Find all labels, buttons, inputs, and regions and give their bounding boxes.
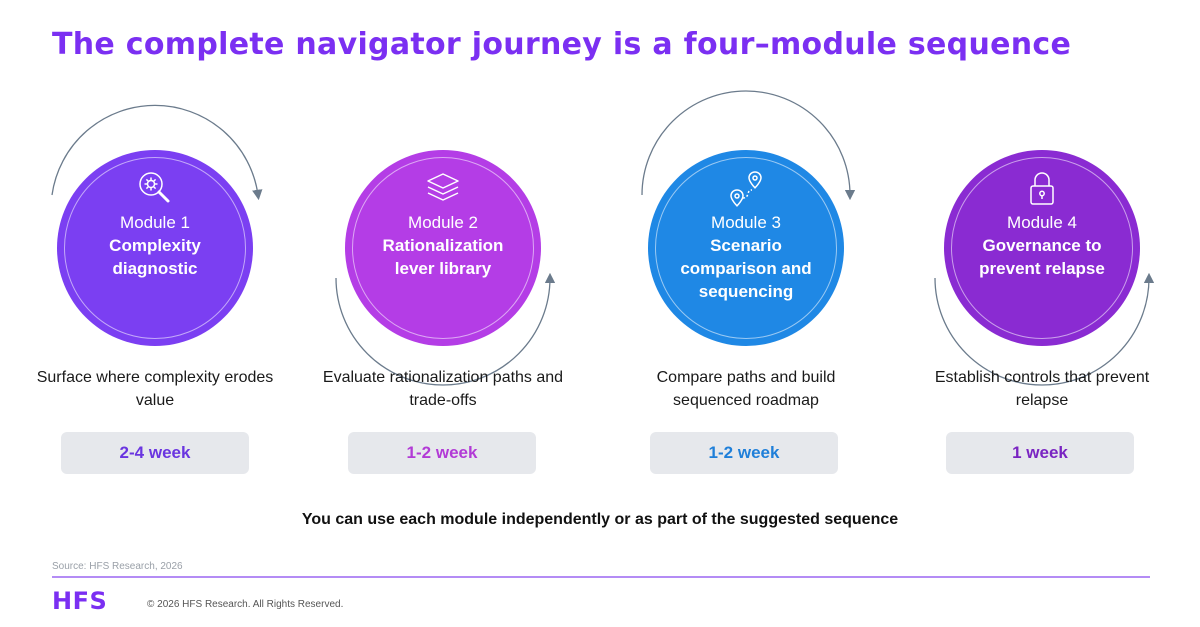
module-3-duration: 1-2 week [650,432,838,474]
module-2-description: Evaluate rationalization paths and trade… [322,369,564,409]
page-title: The complete navigator journey is a four… [52,27,1072,62]
module-2: Module 2 Rationalization lever library E… [323,0,645,480]
module-4: Module 4 Governance to prevent relapse E… [935,0,1200,480]
module-3-circle: Module 3 Scenario comparison and sequenc… [648,150,844,346]
copyright-text: © 2026 HFS Research. All Rights Reserved… [147,599,344,610]
sequence-note: You can use each module independently or… [301,511,899,528]
module-2-label: Module 2 [408,213,478,232]
hfs-logo: HFS [52,587,108,615]
route-pins-icon [730,171,762,207]
padlock-icon [1030,172,1054,205]
module-4-circle: Module 4 Governance to prevent relapse [944,150,1140,346]
module-3-description: Compare paths and build sequenced roadma… [656,369,836,409]
module-1-description: Surface where complexity erodes value [36,369,274,409]
module-2-name: Rationalization lever library [382,236,504,278]
module-3-label: Module 3 [711,213,781,232]
module-3-name: Scenario comparison and sequencing [680,236,812,301]
layers-icon [427,173,459,201]
module-2-duration: 1-2 week [348,432,536,474]
module-4-name: Governance to prevent relapse [979,236,1105,278]
module-1: Module 1 Complexity diagnostic Surface w… [37,0,357,480]
module-2-circle: Module 2 Rationalization lever library [345,150,541,346]
magnifier-gear-icon [139,172,170,203]
module-4-duration: 1 week [946,432,1134,474]
source-text: Source: HFS Research, 2026 [52,561,183,572]
module-3: Module 3 Scenario comparison and sequenc… [648,0,948,480]
footer-divider [52,576,1150,578]
module-4-label: Module 4 [1007,213,1077,232]
module-1-circle: Module 1 Complexity diagnostic [57,150,253,346]
module-1-name: Complexity diagnostic [109,236,201,278]
module-1-label: Module 1 [120,213,190,232]
module-1-duration: 2-4 week [61,432,249,474]
module-4-description: Establish controls that prevent relapse [934,369,1150,409]
